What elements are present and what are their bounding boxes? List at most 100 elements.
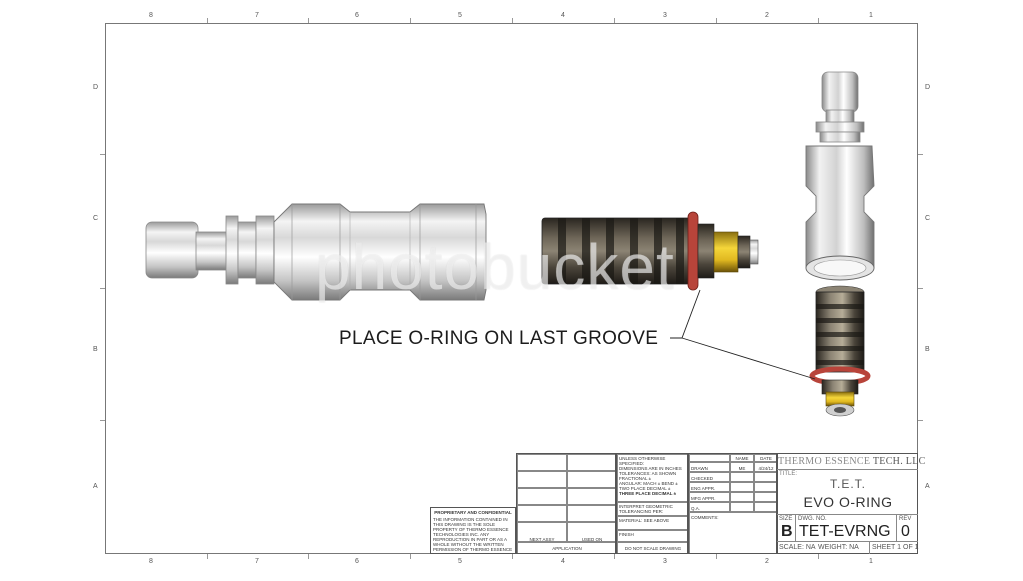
zone-tick: [614, 18, 615, 23]
zone-tick: [207, 18, 208, 23]
zone-col-2-bottom: 2: [765, 558, 769, 565]
zone-tick: [918, 288, 923, 289]
vertical-groove: [816, 332, 864, 337]
zone-tick: [918, 420, 923, 421]
drawing-title-box: [777, 453, 918, 554]
zone-row-d-left: D: [93, 84, 99, 91]
zone-tick: [410, 18, 411, 23]
zone-tick: [716, 18, 717, 23]
zone-tick: [614, 554, 615, 559]
vertical-groove: [816, 318, 864, 323]
title-divider: [777, 469, 918, 470]
app-grid-cell: [517, 505, 567, 522]
material-label: MATERIAL: SEE ABOVE: [617, 516, 687, 530]
title-label: TITLE:: [779, 471, 798, 477]
zone-tick: [918, 154, 923, 155]
dwg-no-value: TET-EVRNG: [799, 523, 891, 540]
date-header: DATE: [754, 454, 776, 462]
size-col-divider: [795, 514, 796, 541]
zone-row-c-right: C: [925, 215, 931, 222]
zone-col-1-top: 1: [869, 12, 873, 19]
interpret-notes: INTERPRET GEOMETRIC TOLERANCING PER:: [617, 502, 687, 516]
zone-col-4-bottom: 4: [561, 558, 565, 565]
tolerance-notes: UNLESS OTHERWISE SPECIFIED: DIMENSIONS A…: [617, 454, 687, 502]
qa-label: Q.A.: [689, 502, 730, 512]
vertical-body-bore: [813, 259, 867, 277]
vertical-tip-hole: [834, 407, 846, 413]
rev-value: 0: [901, 523, 910, 540]
sheet-col-divider: [869, 541, 870, 554]
zone-col-6-top: 6: [355, 12, 359, 19]
tolerance-line: FRACTIONAL ±: [619, 476, 652, 481]
approval-box: NAME DATE DRAWN ME 4/24/12 CHECKED ENG A…: [688, 453, 777, 554]
approval-header-blank: [689, 454, 730, 462]
grooved-insert-horizontal: [541, 211, 759, 291]
zone-tick: [818, 18, 819, 23]
zone-row-d-right: D: [925, 84, 931, 91]
groove: [654, 218, 662, 284]
size-value: B: [781, 523, 793, 540]
zone-row-c-left: C: [93, 215, 99, 222]
tolerance-line: ANGULAR: MACH ± BEND ±: [619, 481, 678, 486]
zone-col-4-top: 4: [561, 12, 565, 19]
zone-tick: [100, 288, 105, 289]
end-shoulder: [697, 223, 715, 279]
mfg-appr-name: [730, 492, 754, 502]
company-name: THERMO ESSENCE TECH. LLC: [778, 456, 925, 467]
zone-col-3-top: 3: [663, 12, 667, 19]
app-grid-cell: [517, 488, 567, 505]
proprietary-title: PROPRIETARY AND CONFIDENTIAL: [434, 510, 512, 515]
chrome-connector-vertical: [805, 71, 875, 281]
comments-label: COMMENTS:: [689, 512, 776, 553]
checked-name: [730, 472, 754, 482]
zone-tick: [512, 554, 513, 559]
vertical-groove: [816, 304, 864, 309]
size-row-divider: [777, 514, 918, 515]
vertical-collar: [819, 131, 861, 143]
vertical-flange: [815, 121, 865, 133]
tip-end: [749, 239, 759, 265]
zone-tick: [512, 18, 513, 23]
proprietary-text: THE INFORMATION CONTAINED IN THIS DRAWIN…: [433, 517, 513, 553]
vertical-main-body: [805, 145, 875, 269]
o-ring: [687, 211, 699, 291]
zone-tick: [308, 18, 309, 23]
mfg-appr-date: [754, 492, 776, 502]
zone-col-7-bottom: 7: [255, 558, 259, 565]
main-body: [273, 203, 487, 301]
flange-ring: [225, 215, 239, 285]
do-not-scale-label: DO NOT SCALE DRAWING: [617, 542, 687, 553]
drawing-title-line1: T.E.T.: [829, 477, 866, 491]
app-grid-cell: [567, 488, 615, 505]
checked-date: [754, 472, 776, 482]
app-grid-cell: [567, 505, 615, 522]
leader-line-vertical-part: [681, 337, 816, 380]
vertical-barb-tip: [821, 71, 859, 113]
tolerance-box: UNLESS OTHERWISE SPECIFIED: DIMENSIONS A…: [616, 453, 688, 554]
application-label: APPLICATION: [517, 542, 615, 553]
zone-row-b-right: B: [925, 346, 930, 353]
zone-col-3-bottom: 3: [663, 558, 667, 565]
barb-tip: [145, 221, 199, 279]
barb-neck: [195, 231, 231, 271]
groove: [606, 218, 614, 284]
groove: [582, 218, 590, 284]
leader-line-horizontal-part: [670, 289, 701, 339]
zone-col-1-bottom: 1: [869, 558, 873, 565]
vertical-groove: [816, 346, 864, 351]
eng-appr-date: [754, 482, 776, 492]
scale-row-divider: [777, 541, 918, 542]
proprietary-box: PROPRIETARY AND CONFIDENTIAL THE INFORMA…: [430, 507, 516, 554]
company-name-dark: TECH. LLC: [872, 456, 926, 467]
zone-col-7-top: 7: [255, 12, 259, 19]
zone-col-5-bottom: 5: [458, 558, 462, 565]
zone-row-b-left: B: [93, 346, 98, 353]
zone-tick: [818, 554, 819, 559]
checked-label: CHECKED: [689, 472, 730, 482]
company-name-light: THERMO ESSENCE: [778, 456, 871, 467]
finish-label: FINISH: [617, 530, 687, 542]
groove: [676, 218, 684, 284]
size-label: SIZE: [779, 516, 793, 522]
chrome-connector-horizontal: [145, 203, 487, 301]
